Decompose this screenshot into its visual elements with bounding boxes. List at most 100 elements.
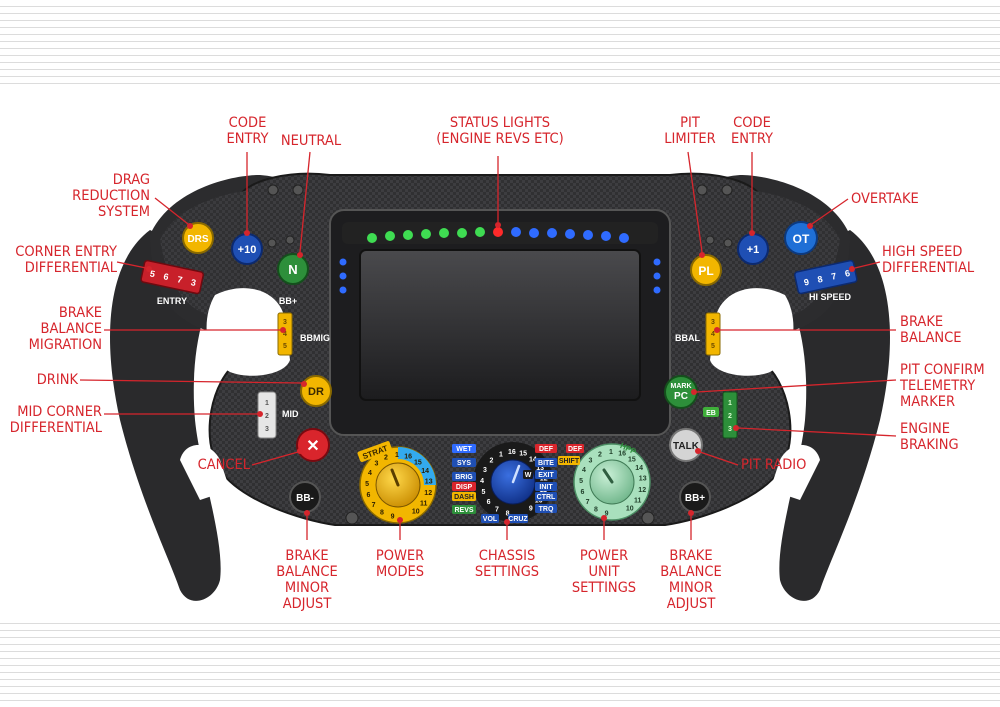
- hispeed-digit: 6: [844, 268, 851, 279]
- dial-tag-bg: [535, 470, 557, 479]
- mid-digit: 2: [265, 413, 269, 420]
- callout-bb-minor-right: BRAKE BALANCE MINOR ADJUST: [660, 548, 722, 612]
- dial-tag-bg: [535, 504, 557, 513]
- background-stripes-top: [0, 0, 1000, 90]
- dial-tag: SHIFT: [559, 458, 580, 465]
- dial-number: 14: [635, 465, 643, 472]
- talk-button[interactable]: TALK: [669, 428, 703, 462]
- bbmig-digit: 4: [283, 331, 287, 338]
- dial-tag-bg: [535, 482, 557, 491]
- dial-number: 6: [580, 489, 584, 496]
- neutral-button[interactable]: N: [277, 253, 309, 285]
- callout-code-entry-right: CODE ENTRY: [730, 115, 774, 147]
- bb-plus-button[interactable]: BB+: [679, 481, 711, 513]
- dial-tag: CTRL: [537, 494, 556, 501]
- dial-tag: DASH: [454, 494, 474, 501]
- bbal-label: BBAL: [675, 333, 700, 343]
- plus10-button-label: +10: [238, 244, 257, 256]
- dial-number: 12: [638, 487, 646, 494]
- eb-digit: 1: [728, 400, 732, 407]
- dial-tag-bg: [452, 492, 476, 501]
- status-lights: [339, 227, 661, 294]
- engine-braking-rotary[interactable]: EB 1 2 3: [703, 391, 738, 439]
- dial-tag: DEF: [539, 446, 554, 453]
- hi-speed-label: HI SPEED: [809, 292, 852, 302]
- callout-neutral: NEUTRAL: [280, 133, 342, 149]
- leader-lines: [79, 151, 897, 540]
- dial-number: 9: [529, 505, 533, 512]
- dial-number: 8: [506, 511, 510, 518]
- dial-number: 7: [495, 507, 499, 514]
- mid-digit: 1: [265, 400, 269, 407]
- corner-entry-rotary[interactable]: 5 6 7 3: [140, 259, 205, 295]
- dial-number: 5: [481, 489, 485, 496]
- high-speed-rotary[interactable]: 9 8 7 6: [793, 259, 858, 295]
- neutral-button-label: N: [288, 262, 297, 277]
- left-grip-hole: [206, 288, 290, 376]
- dial-tag: EXIT: [538, 472, 554, 479]
- drink-button[interactable]: DR: [300, 375, 332, 407]
- dial-number: 10: [626, 505, 634, 512]
- bbmig-digit: 5: [283, 343, 287, 350]
- bbmig-rotary[interactable]: 3 4 5: [277, 312, 293, 356]
- entry-digit: 5: [149, 268, 156, 279]
- callout-pit-confirm: PIT CONFIRM TELEMETRY MARKER: [900, 362, 985, 410]
- dial-tag: DISP: [456, 484, 473, 491]
- hispeed-digit: 9: [803, 277, 810, 288]
- dial-tag-bg: [452, 482, 476, 491]
- dial-number: 5: [365, 481, 369, 488]
- callout-pit-radio: PIT RADIO: [741, 457, 807, 473]
- callout-brake-balance: BRAKE BALANCE: [900, 314, 962, 346]
- bbal-digit: 3: [711, 319, 715, 326]
- callout-bb-minor-left: BRAKE BALANCE MINOR ADJUST: [276, 548, 338, 612]
- bb-minus-button[interactable]: BB-: [289, 481, 321, 513]
- plus10-button[interactable]: +10: [231, 233, 263, 265]
- dial-number: 16: [508, 449, 516, 456]
- dial-tag-bg: [508, 514, 528, 523]
- pit-limiter-button[interactable]: PL: [690, 254, 722, 286]
- plus1-button[interactable]: +1: [737, 233, 769, 265]
- entry-digit: 7: [176, 274, 183, 285]
- dial-number: 16: [404, 454, 412, 461]
- dial-tag: BRIG: [455, 474, 473, 481]
- dial-number: 11: [634, 497, 642, 504]
- dial-number: 11: [420, 500, 428, 507]
- cancel-button[interactable]: ✕: [296, 428, 330, 462]
- dial-tag: TRQ: [539, 506, 554, 513]
- chassis-settings-dial[interactable]: 87654321161514131211109 WETSYSBRIGDISPDA…: [452, 442, 557, 523]
- dial-tag-bg: [566, 444, 584, 453]
- dial-number: 7: [586, 499, 590, 506]
- overtake-button[interactable]: OT: [784, 221, 818, 255]
- dial-number: 9: [391, 514, 395, 521]
- drs-button[interactable]: DRS: [182, 222, 214, 254]
- dial-number: 7: [372, 502, 376, 509]
- dial-number: 14: [529, 456, 537, 463]
- dial-number: 6: [487, 499, 491, 506]
- dial-number: 15: [414, 459, 422, 466]
- dial-tag-bg: [535, 444, 557, 453]
- dial-tag: W: [525, 472, 532, 479]
- callout-code-entry-left: CODE ENTRY: [226, 115, 269, 147]
- pc-label: PC: [674, 391, 688, 402]
- dial-tag: CRUZ: [508, 516, 528, 523]
- dial-number: 2: [598, 452, 602, 459]
- dial-number: 2: [384, 455, 388, 462]
- dial-tag-bg: [452, 472, 476, 481]
- callout-status-lights: STATUS LIGHTS (ENGINE REVS ETC): [436, 115, 564, 147]
- cancel-icon: ✕: [306, 438, 319, 455]
- callout-power-unit-settings: POWER UNIT SETTINGS: [571, 548, 637, 596]
- drink-button-label: DR: [308, 386, 324, 398]
- dial-tag: VOL: [483, 516, 498, 523]
- dial-tag: WET: [456, 446, 472, 453]
- callout-corner-entry-diff: CORNER ENTRY DIFFERENTIAL: [15, 244, 117, 276]
- callout-mid-corner-diff: MID CORNER DIFFERENTIAL: [9, 404, 102, 436]
- callout-power-modes: POWER MODES: [375, 548, 425, 580]
- dial-tag: SYS: [457, 460, 471, 467]
- entry-label: ENTRY: [157, 296, 187, 306]
- mid-corner-rotary[interactable]: 1 2 3: [257, 391, 277, 439]
- right-grip-hole: [710, 288, 794, 376]
- bbal-rotary[interactable]: 3 4 5: [705, 312, 721, 356]
